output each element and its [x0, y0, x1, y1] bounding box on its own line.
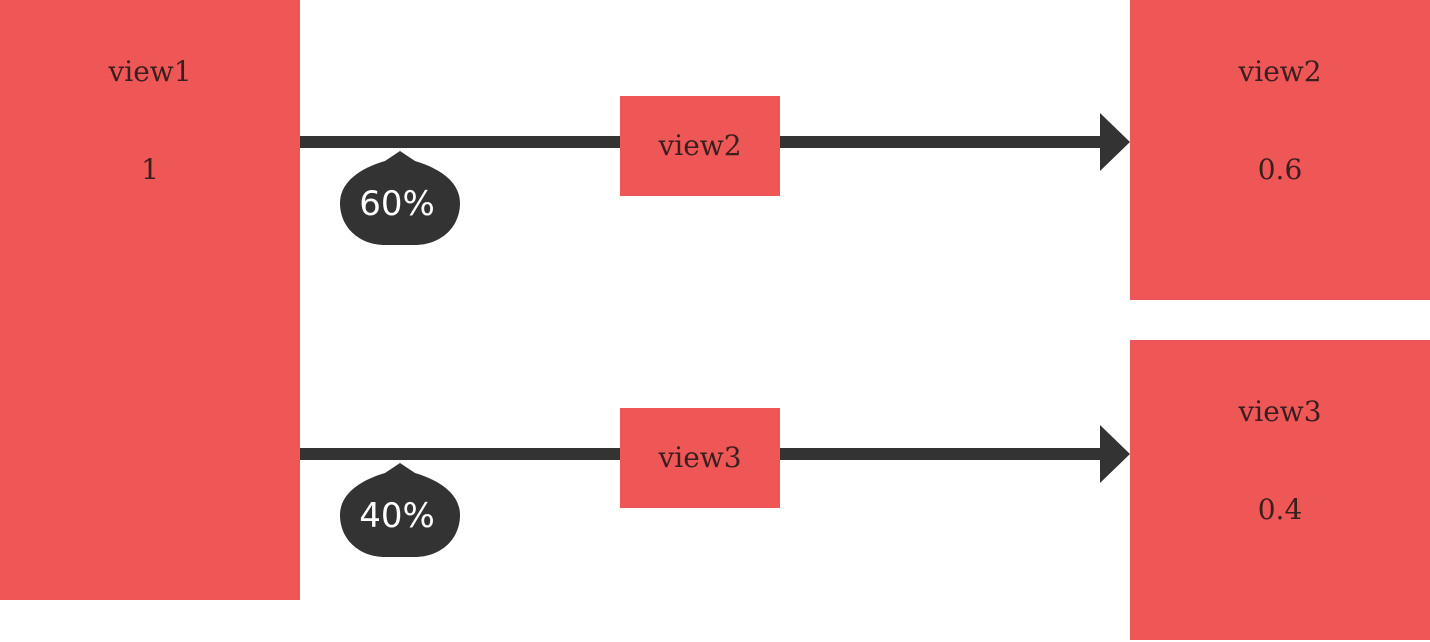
source-node-view1: view1 1	[0, 0, 300, 600]
mid-node-view3: view3	[620, 408, 780, 508]
target-node-view3: view3 0.4	[1130, 340, 1430, 640]
percent-badge	[340, 463, 460, 557]
percent-label: 40%	[359, 496, 435, 536]
mid-node-label: view3	[658, 441, 742, 474]
node-label: view3	[1238, 395, 1322, 428]
percent-badge	[340, 151, 460, 245]
node-value: 1	[141, 153, 159, 186]
mid-node-view2: view2	[620, 96, 780, 196]
node-label: view2	[1238, 55, 1322, 88]
node-value: 0.4	[1257, 493, 1303, 526]
arrowhead	[1100, 113, 1130, 171]
arrowhead	[1100, 425, 1130, 483]
percent-label: 60%	[359, 184, 435, 224]
node-value: 0.6	[1257, 153, 1303, 186]
target-node-view2: view2 0.6	[1130, 0, 1430, 300]
node-label: view1	[108, 55, 192, 88]
mid-node-label: view2	[658, 129, 742, 162]
